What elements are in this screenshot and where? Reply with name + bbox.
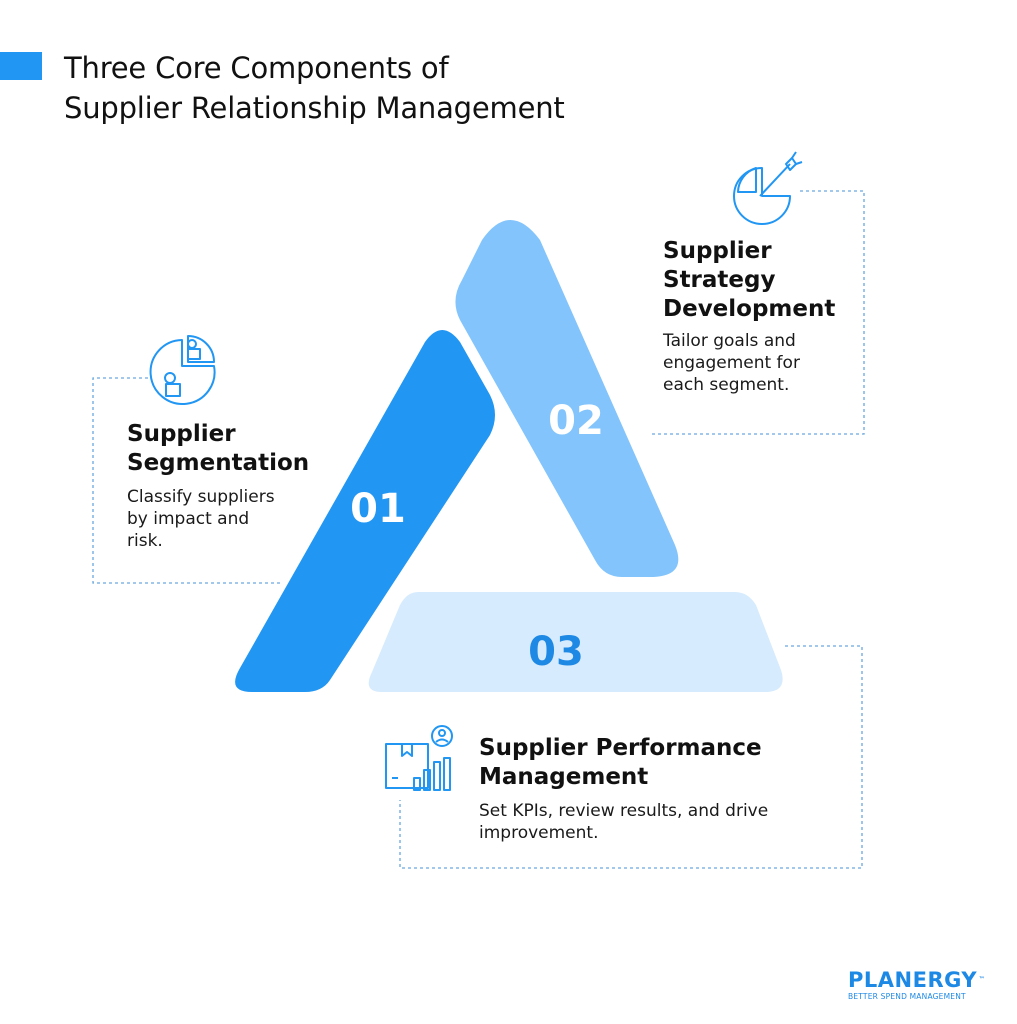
page-title: Three Core Components of Supplier Relati…	[64, 48, 565, 128]
segment-01-heading-line: Segmentation	[127, 450, 310, 476]
segment-01-heading-line: Supplier	[127, 421, 236, 447]
segment-03-heading-line: Management	[479, 764, 649, 790]
segment-02-heading-line: Strategy	[663, 267, 776, 293]
segment-02-heading: Supplier Strategy Development	[663, 237, 863, 324]
segment-01-number: 01	[350, 486, 406, 532]
segment-01-desc-line: Classify suppliers	[127, 487, 275, 507]
segment-01-desc-line: risk.	[127, 531, 163, 551]
segment-02-desc-line: Tailor goals and	[663, 331, 796, 351]
segment-03-shape	[368, 592, 783, 692]
connector-line-01	[92, 377, 283, 584]
supplier-group-pie-icon	[149, 335, 216, 405]
segment-01-desc-line: by impact and	[127, 509, 250, 529]
segment-01-shape	[235, 330, 495, 692]
box-bar-chart-person-icon	[385, 725, 453, 791]
segment-03-desc-line: improvement.	[479, 823, 599, 843]
title-accent-bar	[0, 52, 42, 80]
segment-02-text: Supplier Strategy Development Tailor goa…	[663, 237, 863, 396]
segment-01-text: Supplier Segmentation Classify suppliers…	[127, 420, 337, 552]
segment-03-heading: Supplier Performance Management	[479, 734, 849, 792]
segment-03-description: Set KPIs, review results, and drive impr…	[479, 800, 849, 844]
segment-01-description: Classify suppliers by impact and risk.	[127, 486, 337, 552]
pie-chart-target-icon	[733, 151, 803, 225]
segment-03-desc-line: Set KPIs, review results, and drive	[479, 801, 769, 821]
segment-02-heading-line: Supplier	[663, 238, 772, 264]
segment-02-heading-line: Development	[663, 296, 836, 322]
connector-line-02	[650, 190, 865, 435]
segment-02-desc-line: engagement for	[663, 353, 800, 373]
segment-03-text: Supplier Performance Management Set KPIs…	[479, 734, 849, 844]
segment-01-heading: Supplier Segmentation	[127, 420, 337, 478]
segment-03-number: 03	[528, 629, 584, 675]
segment-02-desc-line: each segment.	[663, 375, 790, 395]
logo-trademark: ™	[978, 976, 986, 983]
segment-03-heading-line: Supplier Performance	[479, 735, 762, 761]
logo-tagline: BETTER SPEND MANAGEMENT	[848, 992, 966, 1001]
segment-02-description: Tailor goals and engagement for each seg…	[663, 330, 863, 396]
page-title-line-1: Three Core Components of	[64, 51, 449, 85]
page-title-line-2: Supplier Relationship Management	[64, 91, 565, 125]
logo-word: PLANERGY	[848, 968, 978, 992]
segment-02-number: 02	[548, 398, 604, 444]
segment-02-shape	[455, 220, 679, 577]
